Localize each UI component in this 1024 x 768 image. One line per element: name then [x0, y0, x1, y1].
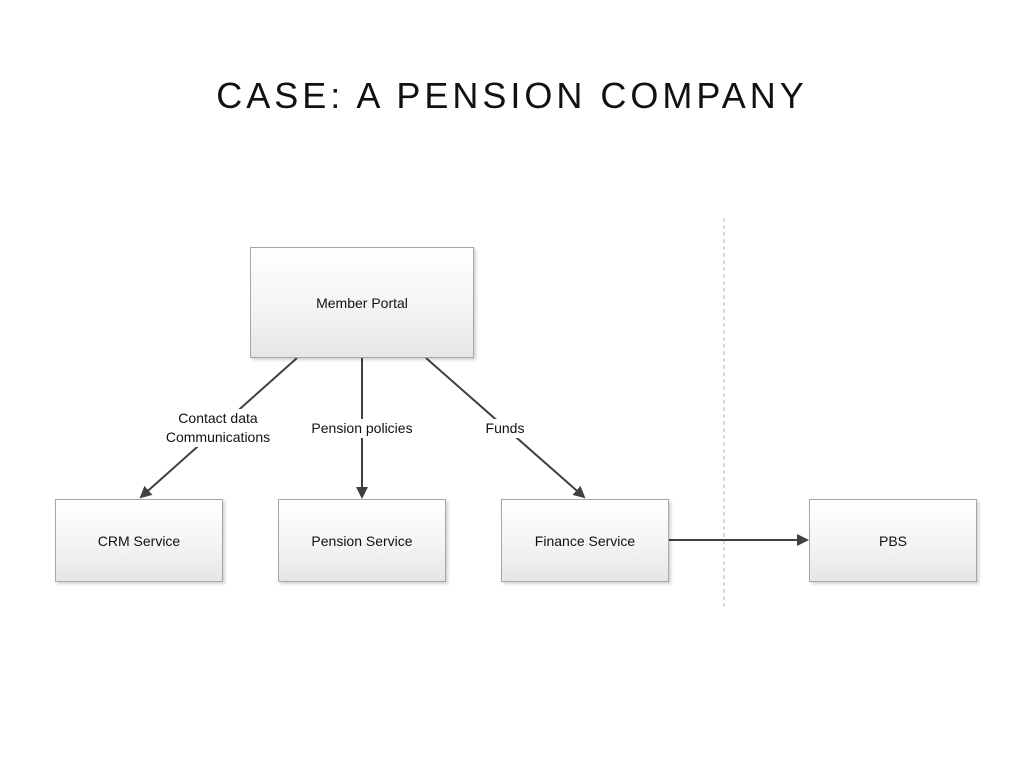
edge-label-pension-policies: Pension policies: [306, 419, 418, 438]
node-finance-service: Finance Service: [501, 499, 669, 582]
node-member-portal-label: Member Portal: [316, 294, 408, 311]
node-finance-service-label: Finance Service: [534, 532, 636, 549]
node-crm-service-label: CRM Service: [97, 532, 181, 549]
edge-label-communications: Communications: [165, 429, 271, 445]
node-pension-service: Pension Service: [278, 499, 446, 582]
edge-label-contact-communications: Contact data Communications: [158, 409, 278, 447]
node-crm-service: CRM Service: [55, 499, 223, 582]
node-member-portal: Member Portal: [250, 247, 474, 358]
node-pbs: PBS: [809, 499, 977, 582]
slide-title: CASE: A PENSION COMPANY: [216, 75, 808, 116]
edge-label-contact-data: Contact data: [178, 410, 258, 426]
edge-label-funds: Funds: [482, 419, 528, 438]
node-pbs-label: PBS: [878, 532, 907, 549]
node-pension-service-label: Pension Service: [311, 532, 413, 549]
